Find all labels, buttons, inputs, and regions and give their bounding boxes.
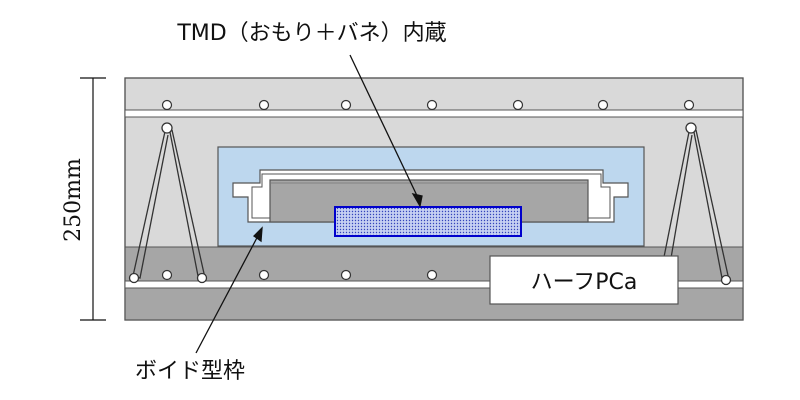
- dimension-label: 250mm: [61, 158, 86, 242]
- void-form-leader-line: [195, 226, 263, 354]
- tmd-title-label: TMD（おもり＋バネ）内蔵: [176, 21, 446, 46]
- tmd-leader-line: [349, 54, 423, 208]
- half-pca-label: ハーフPCa: [531, 270, 638, 295]
- void-form-label: ボイド型枠: [135, 359, 245, 384]
- left-truss-bar: [128, 122, 208, 284]
- top-rebar-circles: [161, 99, 695, 111]
- half-pca-label-box: [489, 255, 679, 305]
- top-rebar-line: [124, 109, 744, 118]
- tmd-spring: [334, 206, 522, 237]
- dimension-marker: [80, 77, 106, 321]
- bottom-rebar-line: [124, 280, 744, 289]
